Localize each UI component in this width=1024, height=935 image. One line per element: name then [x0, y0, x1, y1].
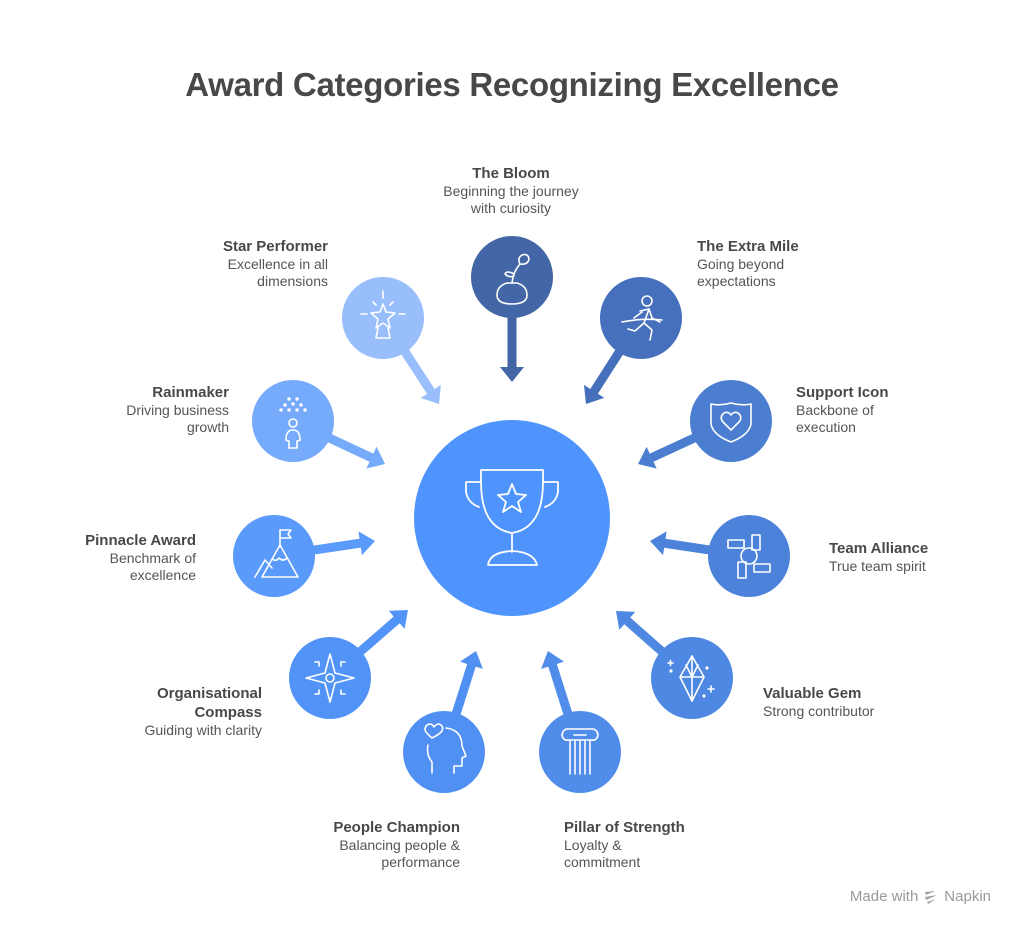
arrow-valuable-gem	[616, 611, 668, 657]
pillar-icon	[561, 728, 599, 775]
award-label-pillar-of-strength: Pillar of Strength Loyalty & commitment	[564, 818, 784, 871]
award-desc: Backbone of	[796, 402, 874, 418]
award-node-pillar-of-strength	[539, 711, 621, 793]
award-desc: growth	[186, 419, 229, 435]
award-label-star-performer: Star Performer Excellence in all dimensi…	[108, 237, 328, 290]
hands-together-icon	[727, 534, 771, 579]
footer-text: Made with	[849, 888, 919, 905]
arrow-rainmaker	[324, 432, 385, 469]
award-node-organisational-compass	[289, 637, 371, 719]
award-circle	[289, 637, 371, 719]
award-desc: Benchmark of	[109, 550, 196, 566]
head-heart-icon	[424, 723, 467, 774]
award-title: Organisational Compass	[156, 685, 262, 721]
arrow-pillar-of-strength	[541, 651, 574, 719]
award-circle	[342, 277, 424, 359]
award-desc: Driving business	[126, 402, 229, 418]
award-title: Rainmaker	[152, 384, 229, 401]
award-title: People Champion	[333, 819, 460, 836]
award-desc: Guiding with clarity	[144, 722, 263, 738]
award-node-people-champion	[403, 711, 485, 793]
award-circle	[708, 515, 790, 597]
award-label-pinnacle-award: Pinnacle Award Benchmark of excellence	[0, 531, 196, 584]
award-title: Valuable Gem	[763, 685, 862, 702]
star-sparkle-icon	[360, 290, 406, 339]
arrow-organisational-compass	[354, 610, 408, 658]
arrow-support-icon	[638, 432, 700, 469]
gem-icon	[667, 655, 715, 702]
award-circle	[690, 380, 772, 462]
award-label-team-alliance: Team Alliance True team spirit	[829, 539, 1024, 575]
napkin-logo-icon	[925, 890, 938, 904]
footer-attribution[interactable]: Made with Napkin	[850, 888, 991, 905]
mountain-flag-icon	[254, 529, 299, 578]
award-label-the-extra-mile: The Extra Mile Going beyond expectations	[697, 237, 917, 290]
shield-heart-icon	[710, 402, 752, 443]
runner-finish-icon	[621, 295, 663, 341]
award-circle	[403, 711, 485, 793]
award-desc: Beginning the journey	[443, 183, 579, 199]
award-title: Pillar of Strength	[564, 819, 685, 836]
arrow-star-performer	[399, 346, 441, 404]
award-label-rainmaker: Rainmaker Driving business growth	[9, 383, 229, 436]
award-label-the-bloom: The Bloom Beginning the journey with cur…	[401, 164, 621, 217]
award-title: Team Alliance	[829, 540, 929, 557]
award-desc: with curiosity	[470, 200, 552, 216]
award-desc: Going beyond	[697, 256, 785, 272]
award-node-rainmaker	[252, 380, 334, 462]
arrow-people-champion	[450, 651, 483, 719]
award-node-support-icon	[690, 380, 772, 462]
award-desc: Excellence in all	[227, 256, 328, 272]
center-hub	[414, 420, 610, 616]
flower-vase-icon	[496, 253, 530, 305]
award-node-star-performer	[342, 277, 424, 359]
award-node-the-extra-mile	[600, 277, 682, 359]
arrow-team-alliance	[650, 531, 714, 556]
award-label-valuable-gem: Valuable Gem Strong contributor	[763, 684, 983, 720]
award-label-organisational-compass: Organisational Compass Guiding with clar…	[42, 684, 263, 739]
footer-brand: Napkin	[944, 888, 991, 905]
award-desc: excellence	[129, 567, 196, 583]
award-title: Star Performer	[222, 238, 328, 255]
award-title: The Extra Mile	[697, 238, 799, 255]
award-label-support-icon: Support Icon Backbone of execution	[796, 383, 1016, 436]
award-desc: commitment	[564, 854, 641, 870]
award-desc: performance	[381, 854, 460, 870]
award-desc: dimensions	[257, 273, 328, 289]
award-desc: execution	[796, 419, 856, 435]
award-node-valuable-gem	[651, 637, 733, 719]
award-desc: True team spirit	[829, 558, 926, 574]
award-desc: Balancing people &	[339, 837, 460, 853]
award-title: Pinnacle Award	[85, 532, 196, 549]
award-desc: Loyalty &	[564, 837, 622, 853]
person-rain-icon	[279, 397, 307, 449]
award-circle	[600, 277, 682, 359]
award-desc: Strong contributor	[763, 703, 875, 719]
compass-star-icon	[305, 653, 355, 703]
award-node-team-alliance	[708, 515, 790, 597]
award-node-the-bloom	[471, 236, 553, 318]
award-title: The Bloom	[472, 165, 550, 182]
arrow-pinnacle-award	[309, 531, 375, 556]
trophy-icon	[465, 469, 559, 566]
award-title: Support Icon	[796, 384, 889, 401]
award-desc: expectations	[697, 273, 776, 289]
award-circle	[252, 380, 334, 462]
award-node-pinnacle-award	[233, 515, 315, 597]
page-title: Award Categories Recognizing Excellence	[185, 66, 839, 103]
arrow-the-extra-mile	[583, 346, 625, 404]
arrow-the-bloom	[500, 314, 524, 382]
award-label-people-champion: People Champion Balancing people & perfo…	[240, 818, 460, 871]
